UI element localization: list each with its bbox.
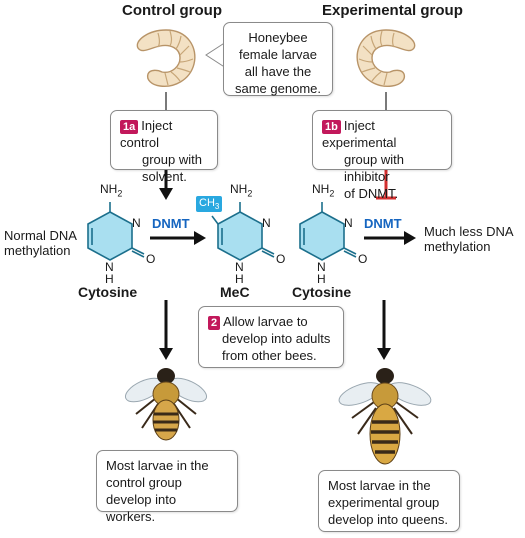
step-2-badge: 2 xyxy=(208,316,221,330)
control-group-heading: Control group xyxy=(122,2,222,19)
cytosine-right-nh2: NH2 xyxy=(312,182,335,199)
cytosine-left-label: Cytosine xyxy=(78,284,138,300)
normal-methylation-label: Normal DNA methylation xyxy=(4,228,77,258)
experimental-group-heading: Experimental group xyxy=(322,2,463,19)
left-dnmt-label: DNMT xyxy=(152,216,190,231)
genome-note-line-3: all have the xyxy=(244,64,312,79)
genome-note-line-4: same genome. xyxy=(235,81,321,96)
step-1a-line-1: Inject control xyxy=(120,118,173,150)
experimental-larva-illustration xyxy=(356,29,416,87)
cytosine-right-o: O xyxy=(358,252,368,266)
mec-ch3-badge: CH3 xyxy=(196,196,223,213)
cytosine-right-label: Cytosine xyxy=(292,284,352,300)
mec-h: H xyxy=(235,272,244,286)
cytosine-left-h: H xyxy=(105,272,114,286)
cytosine-left-molecule: NH2 N N H O xyxy=(70,182,166,286)
cytosine-right-ring xyxy=(299,211,345,261)
queen-bee-illustration xyxy=(338,368,432,465)
step-1b-badge: 1b xyxy=(322,120,341,134)
mec-ring xyxy=(217,211,263,261)
genome-note-box: Honeybee female larvae all have the same… xyxy=(223,22,333,96)
genome-note-line-2: female larvae xyxy=(238,47,318,62)
control-outcome-line-2: control group xyxy=(106,475,182,490)
cytosine-right-h: H xyxy=(317,272,326,286)
reduced-methylation-line-2: methylation xyxy=(424,239,491,254)
genome-note-line-1: Honeybee xyxy=(248,30,308,45)
normal-methylation-line-2: methylation xyxy=(4,243,71,258)
step-1b-line-2: group with inhibitor xyxy=(344,152,404,184)
mec-o: O xyxy=(276,252,286,266)
control-bee-arrowhead xyxy=(159,348,173,360)
cytosine-left-o: O xyxy=(146,252,156,266)
experimental-outcome-line-1: Most larvae in the xyxy=(328,478,431,493)
control-outcome-line-1: Most larvae in the xyxy=(106,458,209,473)
reduced-methylation-line-1: Much less DNA xyxy=(424,224,514,239)
control-down-arrowhead xyxy=(159,188,173,200)
mec-molecule: CH3 NH2 N N H O xyxy=(196,182,296,286)
experimental-bee-arrowhead xyxy=(377,348,391,360)
mec-nh: N xyxy=(235,260,244,274)
step-1a-line-2: group with xyxy=(142,152,202,167)
cytosine-left-ring xyxy=(87,211,133,261)
step-2-line-1: Allow larvae to xyxy=(223,314,308,329)
step-1a-line-3: solvent. xyxy=(142,169,187,184)
cytosine-left-nh2: NH2 xyxy=(100,182,123,199)
cytosine-left-n: N xyxy=(132,216,141,230)
experimental-outcome-line-2: experimental group xyxy=(328,495,440,510)
genome-note-pointer xyxy=(205,41,227,69)
step-1b-line-3: of DNMT. xyxy=(344,186,399,201)
control-outcome-box: Most larvae in the control group develop… xyxy=(96,450,238,524)
control-outcome-line-3: develop into workers. xyxy=(106,492,177,524)
step-2-line-3: from other bees. xyxy=(222,348,317,363)
step-2-line-2: develop into adults xyxy=(222,331,331,346)
cytosine-right-nh: N xyxy=(317,260,326,274)
worker-bee-illustration xyxy=(124,368,208,441)
cytosine-left-nh: N xyxy=(105,260,114,274)
left-dnmt-arrowhead xyxy=(194,231,206,245)
right-dnmt-label: DNMT xyxy=(364,216,402,231)
control-larva-illustration xyxy=(136,29,196,87)
mec-n: N xyxy=(262,216,271,230)
right-dnmt-arrowhead xyxy=(404,231,416,245)
cytosine-right-molecule: NH2 N N H O xyxy=(282,182,378,286)
mec-label: MeC xyxy=(220,284,250,300)
mec-nh2: NH2 xyxy=(230,182,253,199)
normal-methylation-line-1: Normal DNA xyxy=(4,228,77,243)
cytosine-right-n: N xyxy=(344,216,353,230)
reduced-methylation-label: Much less DNA methylation xyxy=(424,224,514,254)
step-1b-line-1: Inject experimental xyxy=(322,118,397,150)
experimental-outcome-box: Most larvae in the experimental group de… xyxy=(318,470,460,532)
experimental-outcome-line-3: develop into queens. xyxy=(328,512,448,527)
step-1a-badge: 1a xyxy=(120,120,139,134)
